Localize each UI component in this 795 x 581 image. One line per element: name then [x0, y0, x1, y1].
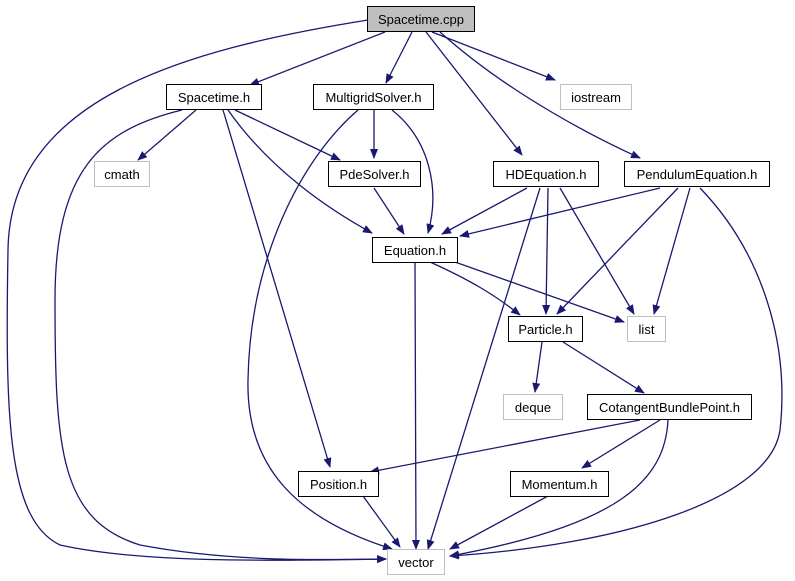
- node-position-h[interactable]: Position.h: [298, 471, 379, 497]
- edge-multigrid-h-vector: [247, 109, 393, 551]
- edge-spacetime-h-pdesolver-h: [234, 109, 341, 161]
- node-iostream[interactable]: iostream: [560, 84, 632, 110]
- edge-spacetime-h-equation-h: [227, 109, 373, 234]
- node-hdequation-h[interactable]: HDEquation.h: [493, 161, 599, 187]
- node-momentum-h[interactable]: Momentum.h: [510, 471, 609, 497]
- edge-pendulum-h-equation-h: [459, 187, 661, 238]
- edge-pdesolver-h-equation-h: [373, 187, 405, 235]
- edge-pendulum-h-particle-h: [556, 187, 679, 315]
- edge-particle-h-deque: [532, 341, 543, 393]
- node-particle-h[interactable]: Particle.h: [508, 316, 583, 342]
- edge-hdequation-h-vector: [426, 187, 541, 550]
- edge-equation-h-vector: [411, 261, 420, 550]
- edge-root-multigrid-h: [385, 31, 413, 84]
- edge-hdequation-h-particle-h: [542, 187, 551, 315]
- node-multigridsolver-h[interactable]: MultigridSolver.h: [313, 84, 434, 110]
- edge-spacetime-h-cmath: [137, 109, 197, 161]
- edge-root-pendulum-h: [439, 31, 641, 159]
- edge-cotangent-h-momentum-h: [581, 419, 661, 469]
- edge-spacetime-h-position-h: [222, 109, 332, 468]
- node-spacetime-cpp[interactable]: Spacetime.cpp: [367, 6, 475, 32]
- edge-root-spacetime-h: [249, 31, 386, 86]
- edge-hdequation-h-equation-h: [441, 187, 528, 235]
- node-pdesolver-h[interactable]: PdeSolver.h: [328, 161, 421, 187]
- node-cotangentbundlepoint-h[interactable]: CotangentBundlePoint.h: [587, 394, 752, 420]
- node-deque[interactable]: deque: [503, 394, 563, 420]
- edge-multigrid-h-equation-h: [391, 109, 435, 234]
- edge-momentum-h-vector: [449, 495, 549, 550]
- edge-position-h-vector: [362, 495, 401, 548]
- node-spacetime-h[interactable]: Spacetime.h: [166, 84, 262, 110]
- edge-equation-h-list: [454, 261, 625, 323]
- node-list[interactable]: list: [627, 316, 666, 342]
- edge-cotangent-h-vector: [449, 419, 669, 559]
- edge-hdequation-h-list: [559, 187, 635, 315]
- node-pendulumequation-h[interactable]: PendulumEquation.h: [624, 161, 770, 187]
- edge-root-hdequation-h: [425, 31, 523, 156]
- node-vector[interactable]: vector: [387, 549, 445, 575]
- edge-pendulum-h-vector: [449, 187, 783, 560]
- edge-cotangent-h-position-h: [369, 419, 641, 475]
- edge-equation-h-particle-h: [429, 261, 521, 316]
- edge-spacetime-h-vector: [54, 109, 387, 564]
- edge-root-iostream: [431, 31, 556, 81]
- edge-pendulum-h-list: [652, 187, 691, 315]
- node-cmath[interactable]: cmath: [94, 161, 150, 187]
- edge-particle-h-cotangent-h: [562, 341, 645, 394]
- node-equation-h[interactable]: Equation.h: [372, 237, 458, 263]
- edge-root-vector: [6, 19, 387, 564]
